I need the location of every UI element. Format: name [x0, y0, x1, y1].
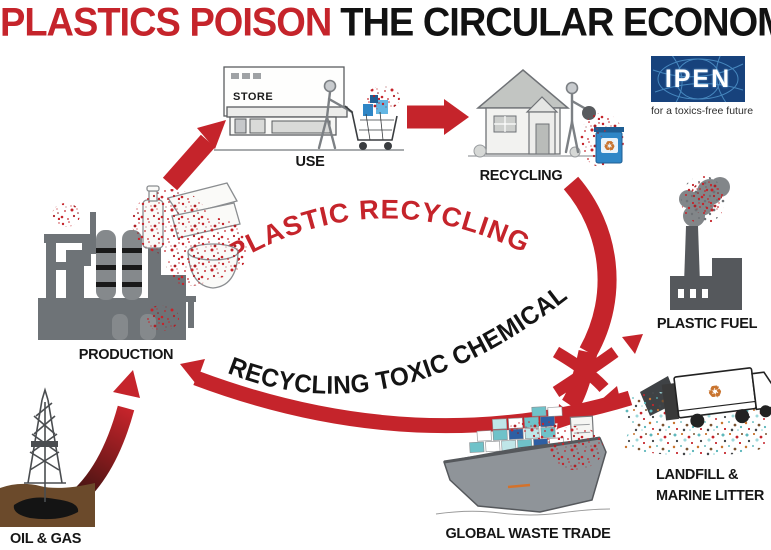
- ipen-logo-box: IPEN: [651, 56, 745, 102]
- arrow-back-to-production: [180, 359, 633, 434]
- ipen-wordmark: IPEN: [664, 64, 732, 93]
- illustration-recycling-home: ♻: [468, 69, 624, 167]
- arrow-fork-to-fuel-and-landfill: [552, 334, 643, 408]
- ipen-tagline: for a toxics-free future: [651, 105, 754, 117]
- ipen-logo: IPEN for a toxics-free future: [651, 56, 754, 117]
- label-plastic-fuel: PLASTIC FUEL: [657, 316, 758, 332]
- illustration-landfill-truck: ♻: [622, 367, 771, 457]
- label-use: USE: [296, 154, 326, 170]
- garbage-truck-icon: ♻: [661, 367, 771, 428]
- label-global-waste-trade: GLOBAL WASTE TRADE: [445, 526, 611, 542]
- recycle-bin-icon: ♻: [594, 127, 624, 164]
- illustration-store: [214, 66, 404, 151]
- recycle-icon: ♻: [604, 139, 616, 154]
- illustration-contaminated-plastics: [132, 182, 249, 289]
- arrow-production-to-use: [162, 120, 226, 191]
- label-store-sign: STORE: [233, 91, 273, 103]
- title-rest: THE CIRCULAR ECONOMY: [340, 1, 771, 45]
- label-landfill-line2: MARINE LITTER: [656, 488, 765, 504]
- title-highlight: PLASTICS POISON: [0, 1, 332, 45]
- recycle-icon: ♻: [707, 383, 723, 402]
- illustration-cargo-ship: [435, 406, 611, 516]
- arrow-use-to-recycling: [407, 99, 469, 135]
- illustration-plastic-fuel-plant: [670, 176, 742, 310]
- arrow-oil-to-production: [66, 370, 140, 509]
- illustration-resident: [564, 81, 588, 154]
- globe-lines-icon: [652, 56, 744, 102]
- illustration-shopper: [317, 79, 354, 150]
- label-production: PRODUCTION: [79, 347, 173, 363]
- illustration-oil-derrick: [0, 387, 95, 527]
- shopping-cart-icon: [344, 86, 400, 150]
- label-recycling: RECYCLING: [480, 168, 563, 184]
- label-landfill-line1: LANDFILL &: [656, 467, 739, 483]
- label-oil-gas: OIL & GAS: [10, 531, 82, 547]
